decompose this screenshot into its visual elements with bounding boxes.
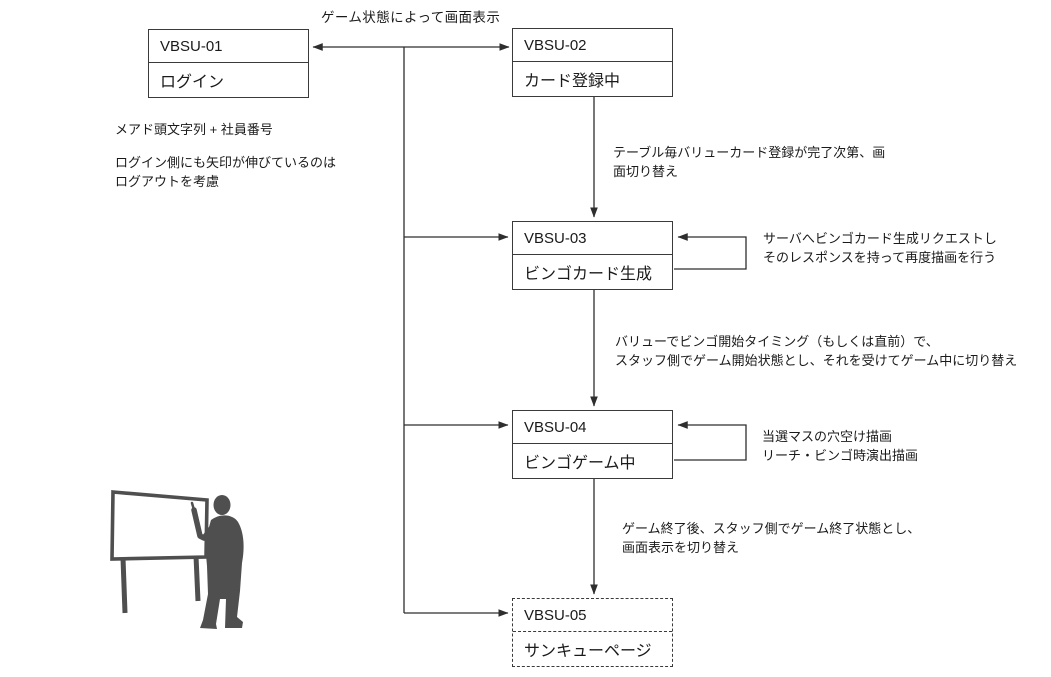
whiteboard-frame — [110, 490, 209, 561]
node-label: ログイン — [160, 74, 225, 91]
whiteboard-right-leg — [193, 555, 201, 602]
node-id: VBSU-04 — [513, 411, 672, 444]
annotation-generate-to-game: バリューでビンゴ開始タイミング（もしくは直前）で、 スタッフ側でゲーム開始状態と… — [615, 334, 1018, 368]
annotation-game-loop: 当選マスの穴空け描画 リーチ・ビンゴ時演出描画 — [762, 429, 919, 463]
presenter-silhouette — [190, 495, 244, 629]
node-id: VBSU-02 — [513, 29, 672, 62]
annotation-login-hint: メアド頭文字列 + 社員番号 — [115, 122, 273, 137]
node-label: ビンゴゲーム中 — [524, 455, 636, 472]
node-vbsu-04: VBSU-04 ビンゴゲーム中 — [512, 410, 673, 479]
node-label: ビンゴカード生成 — [524, 266, 653, 283]
whiteboard-graphic — [110, 490, 209, 614]
self-loop-vbsu04 — [674, 421, 747, 461]
whiteboard-left-leg — [120, 557, 128, 614]
node-id: VBSU-03 — [513, 222, 672, 255]
presenter-body — [200, 515, 244, 629]
annotation-register-to-generate: テーブル毎バリューカード登録が完了次第、画 面切り替え — [613, 145, 886, 179]
node-vbsu-01: VBSU-01 ログイン — [148, 29, 309, 98]
node-id: VBSU-01 — [149, 30, 308, 63]
node-label: サンキューページ — [524, 643, 652, 660]
self-loop-vbsu03 — [674, 233, 747, 270]
node-id: VBSU-05 — [513, 599, 672, 632]
node-vbsu-05: VBSU-05 サンキューページ — [512, 598, 673, 667]
node-vbsu-02: VBSU-02 カード登録中 — [512, 28, 673, 97]
annotation-game-to-thanks: ゲーム終了後、スタッフ側でゲーム終了状態とし、 画面表示を切り替え — [622, 521, 921, 555]
presenter-head — [213, 495, 231, 515]
node-label: カード登録中 — [524, 73, 621, 90]
diagram-title: ゲーム状態によって画面表示 — [321, 10, 501, 25]
annotation-logout-note: ログイン側にも矢印が伸びているのは ログアウトを考慮 — [115, 155, 337, 189]
presenter-pointing-finger — [190, 501, 196, 512]
presenter-pointing-arm — [191, 507, 216, 541]
annotation-generate-loop: サーバへビンゴカード生成リクエストし そのレスポンスを持って再度描画を行う — [763, 231, 997, 265]
node-vbsu-03: VBSU-03 ビンゴカード生成 — [512, 221, 673, 290]
